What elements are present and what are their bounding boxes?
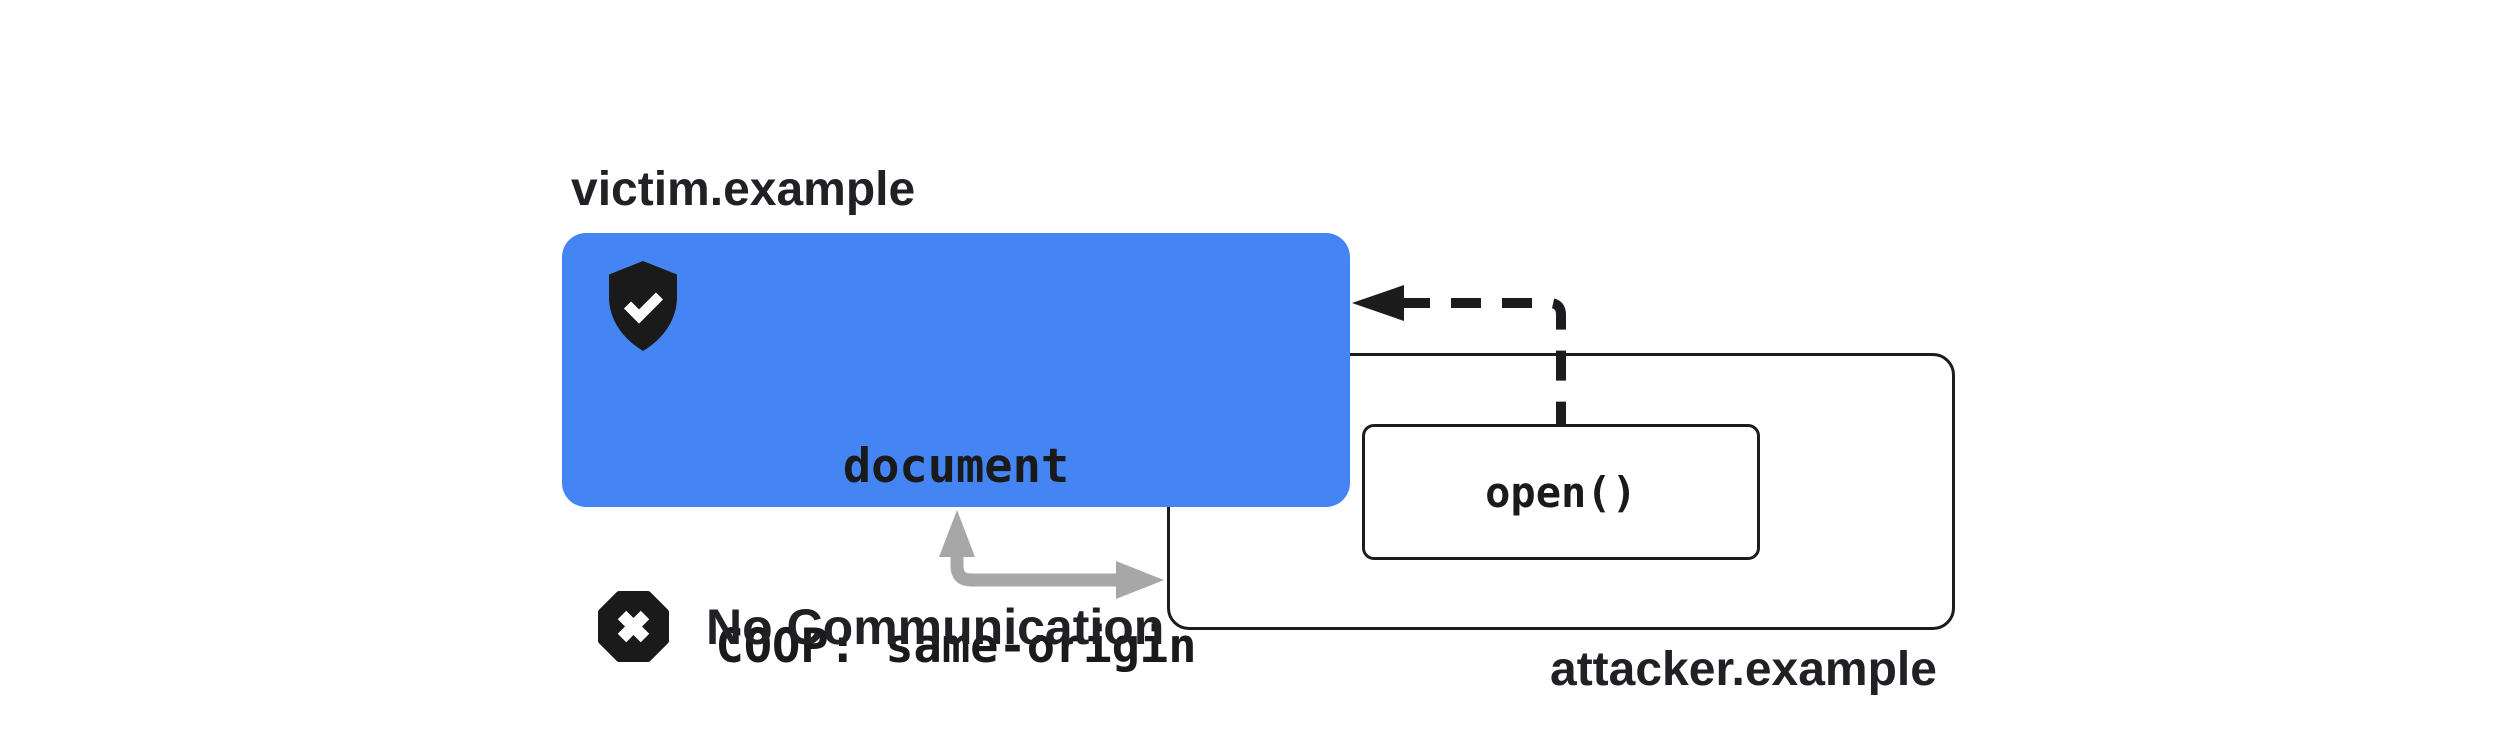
dangerous-x-icon <box>598 591 669 662</box>
shield-check-icon <box>609 261 677 351</box>
victim-box-line1: document <box>842 439 1070 494</box>
open-call-box: open() <box>1362 424 1760 560</box>
victim-origin-label: victim.example <box>571 163 916 216</box>
open-call-label: open() <box>1485 467 1637 517</box>
no-communication-label: No Communication <box>706 598 1165 655</box>
attacker-origin-label: attacker.example <box>1550 643 1937 696</box>
victim-box-text: document COOP: same-origin <box>562 317 1350 735</box>
no-communication-callout: No Communication <box>595 588 1164 665</box>
victim-document-box: document COOP: same-origin <box>562 233 1350 674</box>
victim-box-line2: COOP: same-origin <box>715 619 1197 674</box>
